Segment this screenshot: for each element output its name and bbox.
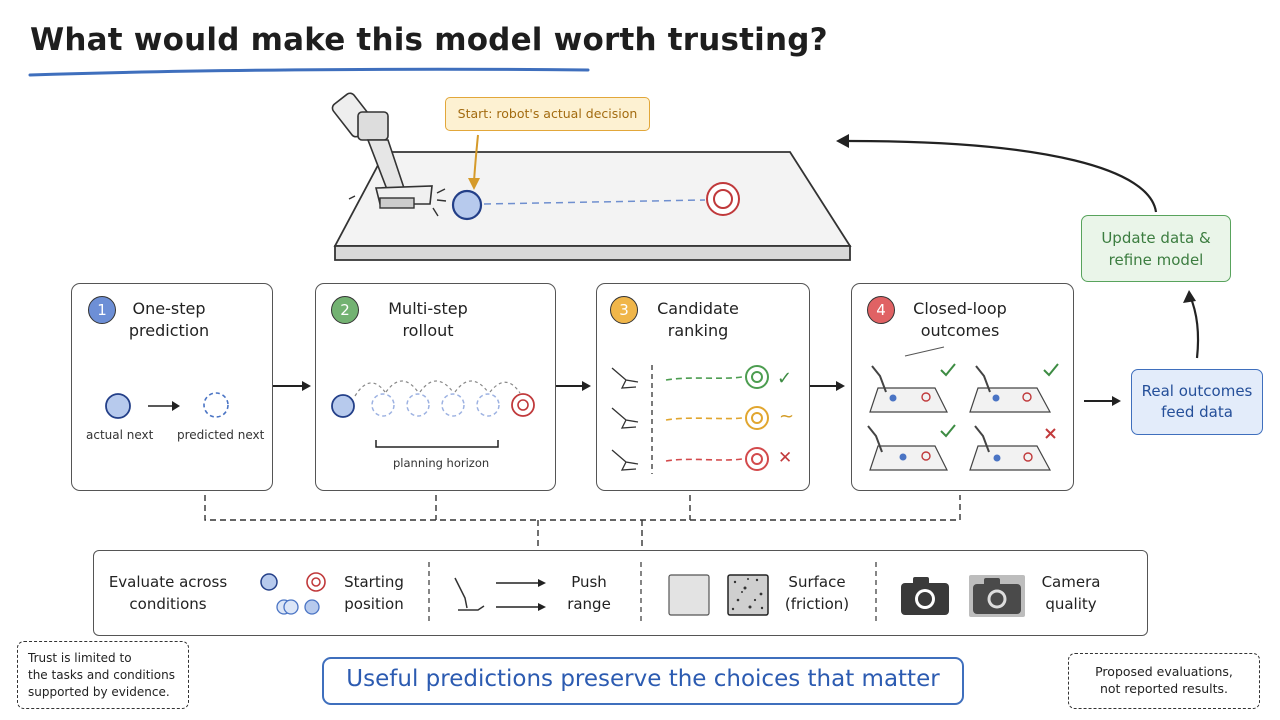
trust-note-line3: supported by evidence. bbox=[28, 685, 170, 699]
step-number-4: 4 bbox=[867, 296, 895, 324]
step-number-3: 3 bbox=[610, 296, 638, 324]
robot-arm-icon bbox=[331, 92, 447, 217]
starting-line2: position bbox=[344, 595, 404, 613]
rank-mark-bad: ✕ bbox=[778, 448, 793, 468]
puck-icon bbox=[451, 189, 483, 221]
outcomes-line1: Real outcomes bbox=[1141, 382, 1253, 400]
camera-quality-label: Camera quality bbox=[1036, 571, 1106, 615]
page-title: What would make this model worth trustin… bbox=[30, 22, 828, 58]
key-message-banner: Useful predictions preserve the choices … bbox=[322, 657, 964, 705]
proposed-note-line2: not reported results. bbox=[1099, 681, 1229, 696]
step-title-4: Closed-loop outcomes bbox=[900, 298, 1020, 342]
actual-next-label: actual next bbox=[86, 428, 154, 442]
step-title-2-line2: rollout bbox=[402, 321, 454, 340]
camera-line1: Camera bbox=[1041, 573, 1101, 591]
proposed-note: Proposed evaluations, not reported resul… bbox=[1068, 653, 1260, 709]
step-title-3-line1: Candidate bbox=[657, 299, 739, 318]
starting-line1: Starting bbox=[344, 573, 404, 591]
step-card-4: 4 Closed-loop outcomes bbox=[851, 283, 1074, 491]
outcomes-line2: feed data bbox=[1161, 403, 1233, 421]
step-number-1: 1 bbox=[88, 296, 116, 324]
step-card-3: 3 Candidate ranking ✓ ~ ✕ bbox=[596, 283, 810, 491]
step-title-4-line2: outcomes bbox=[920, 321, 1000, 340]
conditions-heading-line2: conditions bbox=[129, 595, 207, 613]
real-outcomes-box: Real outcomes feed data bbox=[1131, 369, 1263, 435]
step-title-4-line1: Closed-loop bbox=[913, 299, 1007, 318]
conditions-panel: Evaluate across conditions Starting posi… bbox=[93, 550, 1148, 636]
surface-label: Surface (friction) bbox=[777, 571, 857, 615]
planning-horizon-label: planning horizon bbox=[393, 456, 490, 470]
push-range-label: Push range bbox=[559, 571, 619, 615]
step-number-2: 2 bbox=[331, 296, 359, 324]
trust-note-line2: the tasks and conditions bbox=[28, 668, 175, 682]
step-title-1-line2: prediction bbox=[128, 321, 210, 340]
update-line2: refine model bbox=[1108, 251, 1204, 269]
step-title-3: Candidate ranking bbox=[642, 298, 754, 342]
step-title-1: One-step prediction bbox=[114, 298, 224, 342]
predicted-next-label: predicted next bbox=[177, 428, 265, 442]
trust-note-line1: Trust is limited to bbox=[28, 651, 132, 665]
step-card-2: 2 Multi-step rollout planning horizon bbox=[315, 283, 556, 491]
push-line2: range bbox=[567, 595, 611, 613]
rank-mark-mid: ~ bbox=[779, 406, 795, 427]
update-line1: Update data & bbox=[1101, 229, 1211, 247]
step-title-2-line1: Multi-step bbox=[388, 299, 468, 318]
push-line1: Push bbox=[571, 573, 607, 591]
conditions-heading-line1: Evaluate across bbox=[108, 573, 228, 591]
step-title-1-line1: One-step bbox=[132, 299, 206, 318]
target-icon bbox=[706, 182, 740, 216]
callout-start: Start: robot's actual decision bbox=[445, 97, 650, 131]
step-title-2: Multi-step rollout bbox=[368, 298, 488, 342]
step-title-3-line2: ranking bbox=[667, 321, 729, 340]
starting-position-label: Starting position bbox=[334, 571, 414, 615]
update-model-box: Update data & refine model bbox=[1081, 215, 1231, 282]
proposed-note-line1: Proposed evaluations, bbox=[1095, 664, 1233, 679]
surface-line1: Surface bbox=[788, 573, 846, 591]
step-card-1: 1 One-step prediction actual next predic… bbox=[71, 283, 273, 491]
trust-note: Trust is limited to the tasks and condit… bbox=[17, 641, 189, 709]
conditions-heading: Evaluate across conditions bbox=[104, 571, 232, 615]
surface-line2: (friction) bbox=[784, 595, 850, 613]
rank-mark-good: ✓ bbox=[777, 368, 793, 389]
camera-line2: quality bbox=[1045, 595, 1097, 613]
